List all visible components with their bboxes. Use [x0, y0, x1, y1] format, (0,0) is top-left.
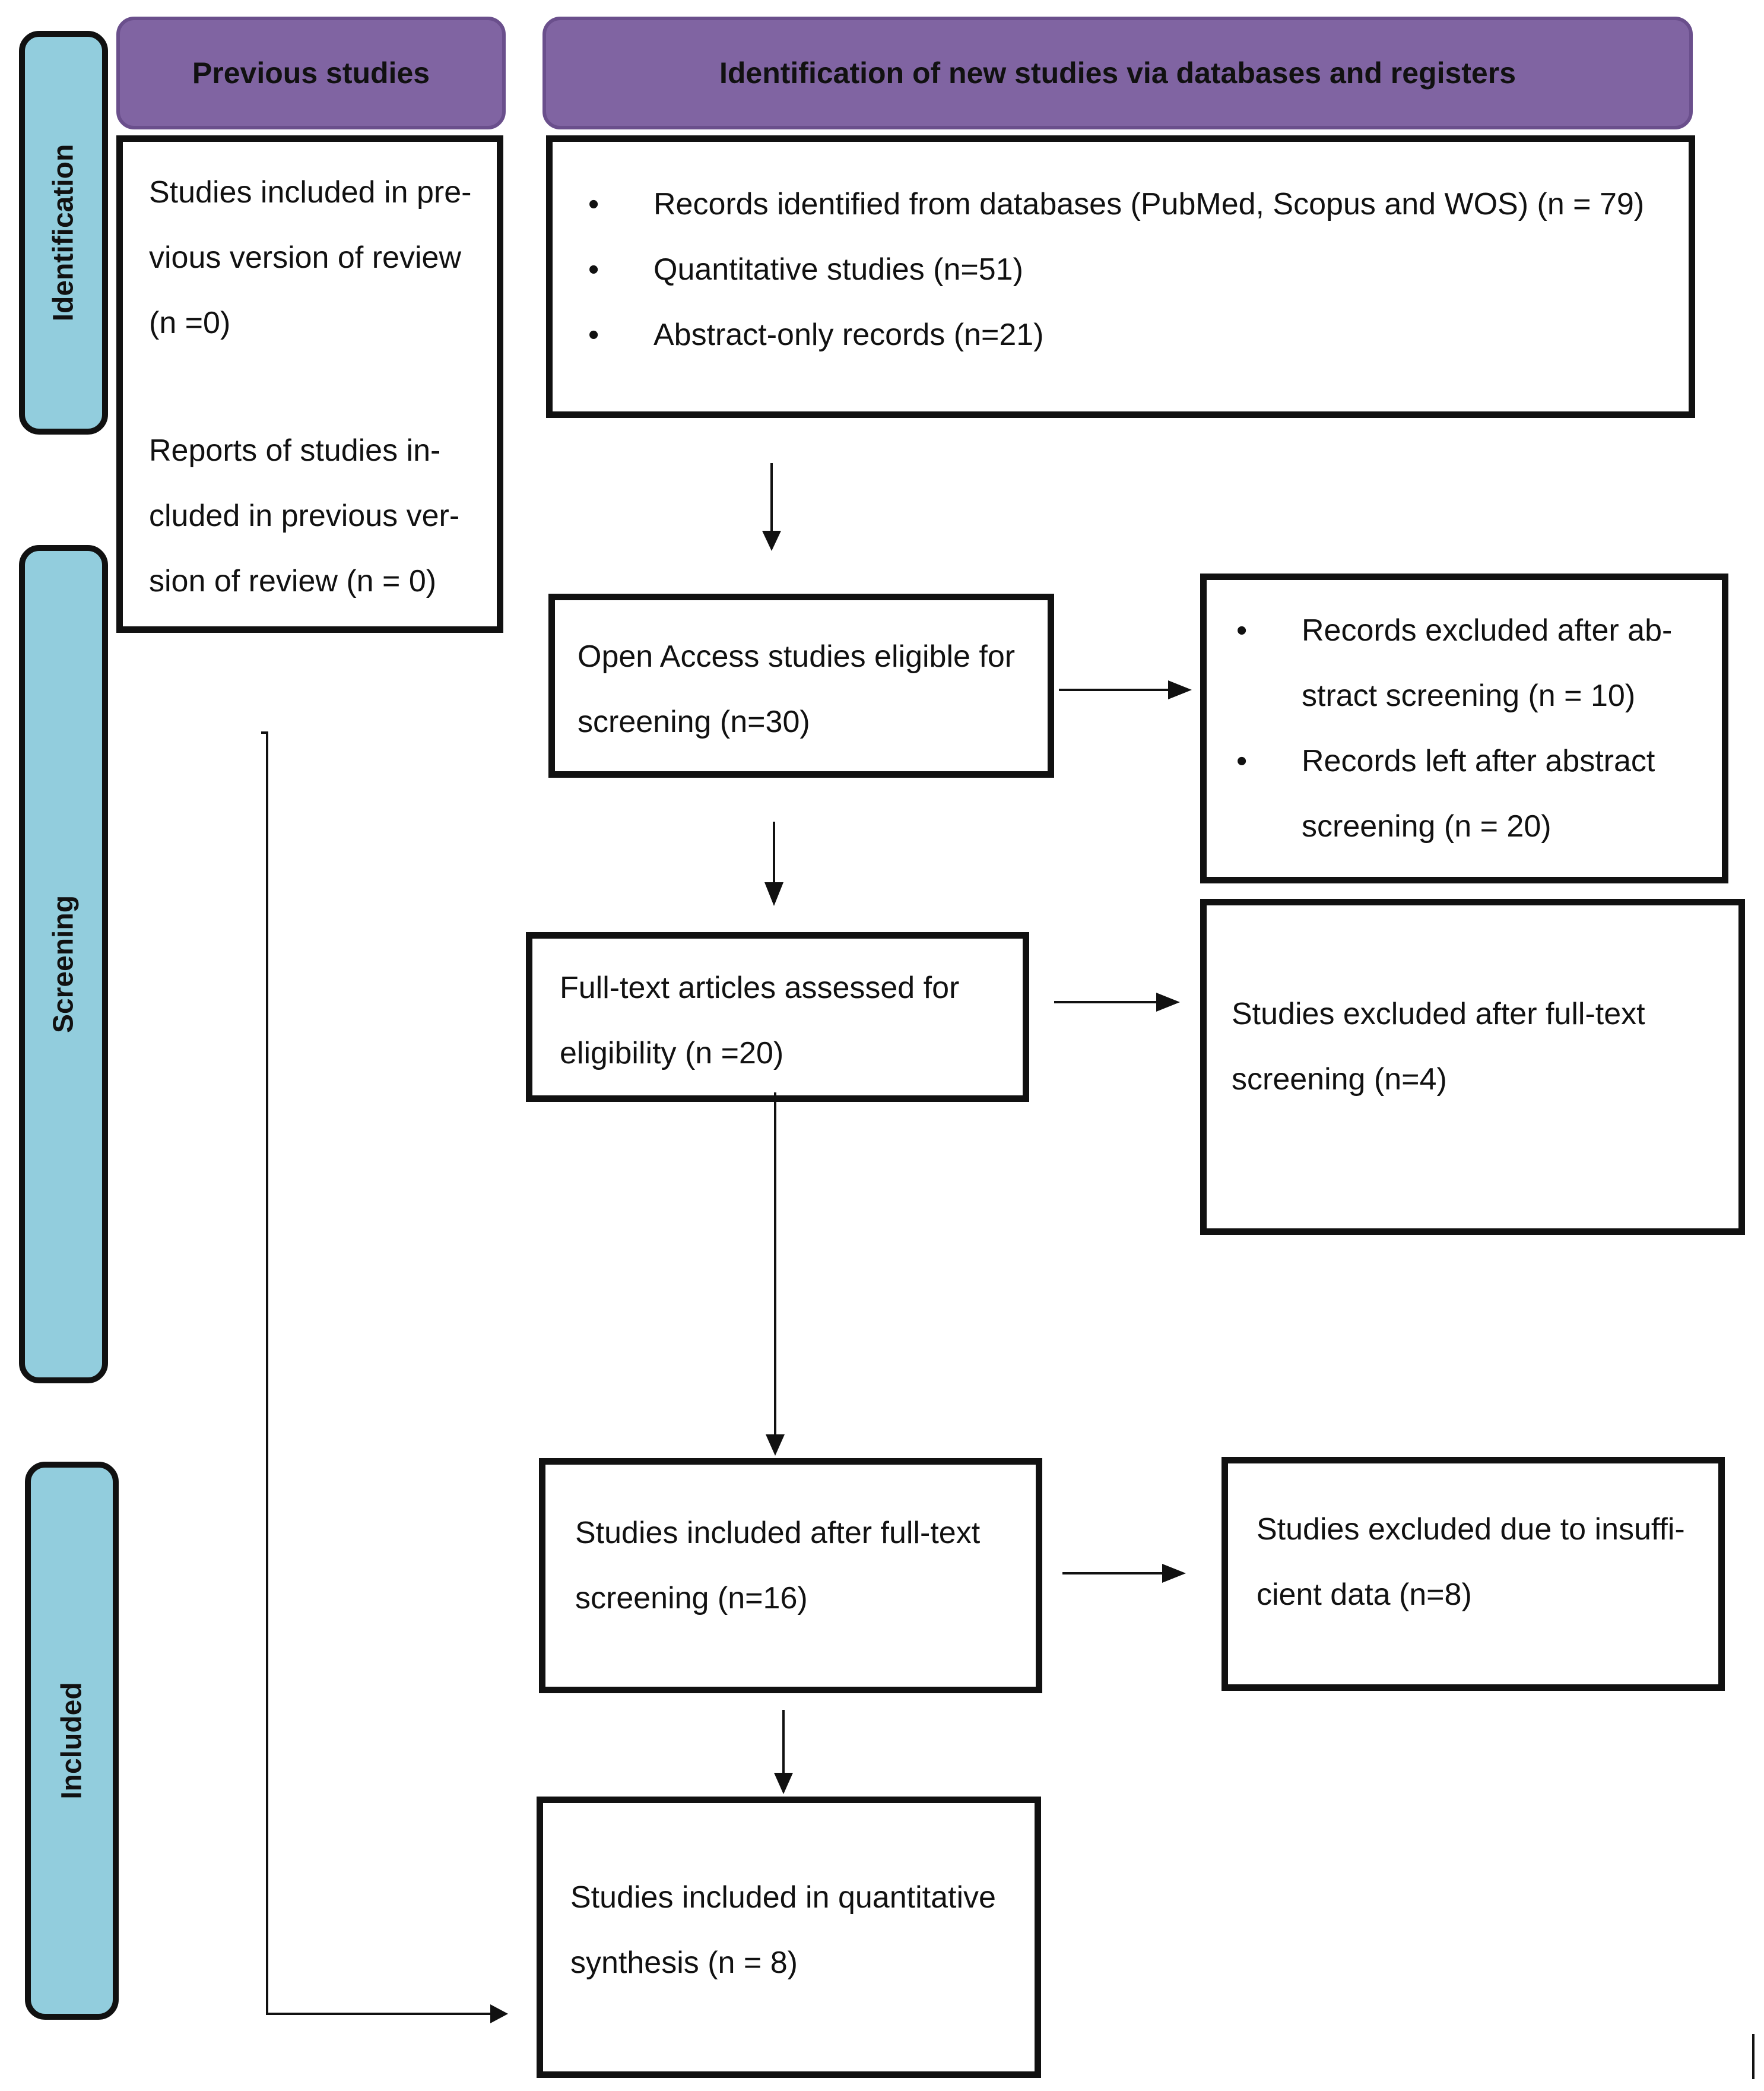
abstract-left-item: Records left after abstract screening (n… — [1213, 728, 1704, 859]
included-fulltext-line: screening (n=16) — [575, 1581, 808, 1615]
abstract-screening-box: Records excluded after ab- stract screen… — [1200, 574, 1728, 883]
abstract-excluded-line: stract screening (n = 10) — [1302, 679, 1636, 713]
abstract-left-line: screening (n = 20) — [1302, 809, 1552, 844]
previous-studies-line: Studies included in pre- — [149, 175, 472, 210]
stage-tab-included: Included — [25, 1462, 119, 2020]
fulltext-assessed-box: Full-text articles assessed for eligibil… — [526, 932, 1029, 1102]
insufficient-data-line: Studies excluded due to insuffi- — [1257, 1512, 1685, 1547]
arrowhead-fulltext-excluded — [1156, 993, 1180, 1012]
header-previous-label: Previous studies — [192, 56, 430, 90]
arrowhead-identified-openaccess — [762, 531, 781, 551]
quantitative-synthesis-line: synthesis (n = 8) — [570, 1946, 798, 1980]
abstract-excluded-item: Records excluded after ab- stract screen… — [1213, 598, 1704, 728]
previous-studies-box: Studies included in pre- vious version o… — [116, 135, 503, 633]
fulltext-assessed-line: eligibility (n =20) — [560, 1036, 784, 1070]
included-fulltext-line: Studies included after full-text — [575, 1516, 981, 1550]
identified-records-box: Records identified from databases (PubMe… — [546, 135, 1695, 418]
arrowhead-fulltext-included — [766, 1434, 785, 1456]
identified-item-databases: Records identified from databases (PubMe… — [564, 172, 1677, 237]
abstract-excluded-line: Records excluded after ab- — [1302, 613, 1673, 648]
open-access-box: Open Access studies eligible for screeni… — [548, 594, 1054, 778]
arrowhead-included-insufficient — [1162, 1564, 1186, 1583]
header-new-studies: Identification of new studies via databa… — [542, 17, 1693, 129]
previous-reports-line: cluded in previous ver- — [149, 499, 460, 533]
identified-item-quantitative: Quantitative studies (n=51) — [564, 237, 1677, 302]
open-access-line: screening (n=30) — [578, 705, 810, 739]
insufficient-data-line: cient data (n=8) — [1257, 1577, 1472, 1612]
previous-studies-line: vious version of review — [149, 240, 461, 275]
fulltext-assessed-line: Full-text articles assessed for — [560, 971, 960, 1005]
open-access-line: Open Access studies eligible for — [578, 639, 1016, 674]
abstract-left-line: Records left after abstract — [1302, 744, 1655, 778]
header-previous-studies: Previous studies — [116, 17, 506, 129]
abstract-screening-list: Records excluded after ab- stract screen… — [1213, 598, 1704, 859]
fulltext-excluded-line: Studies excluded after full-text — [1232, 997, 1645, 1031]
arrowhead-openaccess-abstract — [1168, 680, 1192, 699]
header-new-label: Identification of new studies via databa… — [719, 56, 1516, 90]
arrow-previous-to-quantitative — [261, 731, 493, 2015]
arrowhead-included-quantitative — [774, 1773, 793, 1794]
previous-reports-line: sion of review (n = 0) — [149, 564, 437, 598]
quantitative-synthesis-box: Studies included in quantitative synthes… — [537, 1797, 1041, 2078]
arrowhead-openaccess-fulltext — [764, 882, 783, 906]
fulltext-excluded-box: Studies excluded after full-text screeni… — [1200, 899, 1745, 1235]
previous-studies-line: (n =0) — [149, 306, 231, 340]
quantitative-synthesis-line: Studies included in quantitative — [570, 1880, 996, 1915]
identified-records-list: Records identified from databases (PubMe… — [564, 172, 1677, 367]
identified-item-abstract-only: Abstract-only records (n=21) — [564, 302, 1677, 367]
included-fulltext-box: Studies included after full-text screeni… — [539, 1458, 1042, 1693]
previous-reports-line: Reports of studies in- — [149, 433, 441, 468]
insufficient-data-box: Studies excluded due to insuffi- cient d… — [1222, 1457, 1725, 1691]
arrowhead-previous-quantitative — [490, 2004, 508, 2023]
stage-tab-screening: Screening — [19, 545, 108, 1383]
fulltext-excluded-line: screening (n=4) — [1232, 1062, 1447, 1097]
stage-tab-identification: Identification — [19, 31, 108, 435]
